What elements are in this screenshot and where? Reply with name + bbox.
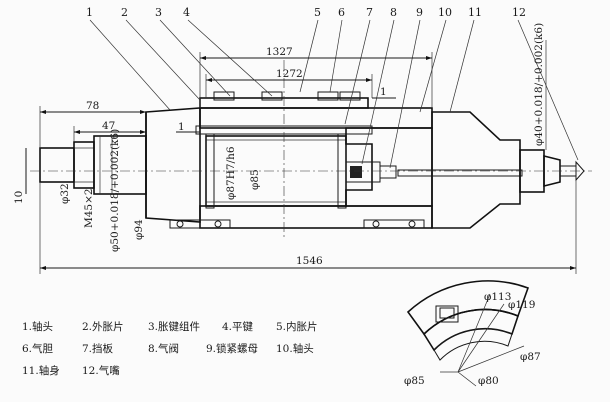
- legend-item: 9.锁紧螺母: [206, 342, 258, 355]
- callout-3: 3: [155, 6, 162, 19]
- section-phi87: φ87: [520, 351, 541, 363]
- dim-phi40: φ40+0.018/+0.002(k6): [533, 23, 545, 146]
- callout-5: 5: [314, 6, 321, 19]
- callout-7: 7: [366, 6, 373, 19]
- callout-8: 8: [390, 6, 397, 19]
- callout-10: 10: [438, 6, 452, 19]
- valve-core: [350, 166, 362, 178]
- air-nozzle-12: [543, 154, 561, 188]
- key-block-d: [339, 91, 361, 101]
- key-block-c: [317, 91, 339, 101]
- air-channel: [397, 169, 523, 177]
- legend-item: 12.气嘴: [82, 364, 120, 377]
- callouts: 1 2 3 4 5 6 7 8 9 10 11 12: [86, 6, 579, 169]
- section-phi85: φ85: [404, 375, 425, 387]
- axle-head-10: [431, 111, 521, 229]
- section-key: [435, 305, 459, 323]
- callout-4: 4: [183, 6, 190, 19]
- dim-phi50: φ50+0.018/+0.002(k6): [109, 129, 121, 252]
- dim-47: 47: [102, 120, 115, 132]
- callout-9: 9: [416, 6, 423, 19]
- dim-78: 78: [86, 100, 99, 112]
- lock-nut-9: [379, 165, 397, 179]
- legend-item: 3.胀键组件: [148, 320, 200, 333]
- legend-item: 8.气阀: [148, 342, 179, 355]
- dim-phi87: φ87H7/h6: [225, 146, 237, 200]
- shaft-assembly: [30, 60, 592, 240]
- legend-item: 7.挡板: [82, 342, 114, 355]
- dim-phi85: φ85: [249, 169, 261, 190]
- dim-1-right: 1: [380, 86, 387, 98]
- dim-10: 10: [13, 191, 25, 204]
- dim-phi32: φ32: [59, 183, 71, 204]
- dim-1546: 1546: [296, 255, 323, 267]
- cross-section-detail: φ113 φ119 φ87 φ85 φ80: [404, 280, 541, 387]
- shaft-stub-left: [39, 147, 75, 183]
- dim-m45: M45×2: [83, 188, 95, 228]
- dim-phi94: φ94: [133, 219, 145, 240]
- legend-item: 11.轴身: [22, 364, 60, 377]
- parts-legend: 1.轴头 2.外胀片 3.胀键组件 4.平键 5.内胀片 6.气胆 7.挡板 8…: [22, 320, 318, 377]
- callout-6: 6: [338, 6, 345, 19]
- thread-m45: [73, 141, 95, 189]
- outer-body-bottom: [199, 205, 433, 229]
- outer-body-top: [199, 107, 433, 129]
- callout-12: 12: [512, 6, 526, 19]
- callout-11: 11: [468, 6, 482, 19]
- callout-2: 2: [121, 6, 128, 19]
- legend-item: 1.轴头: [22, 320, 53, 333]
- section-core: [433, 328, 513, 361]
- axle-head-1: [145, 107, 201, 223]
- bolt-left: [169, 219, 231, 229]
- dimensions: 1327 1272 78 47 1 1 10 1546 φ32 M45×2: [13, 23, 577, 274]
- key-block-b: [261, 91, 283, 101]
- callout-1: 1: [86, 6, 93, 19]
- legend-item: 10.轴头: [276, 342, 314, 355]
- dim-1327: 1327: [266, 46, 293, 58]
- key-block-a: [213, 91, 235, 101]
- legend-item: 4.平键: [222, 320, 254, 333]
- dim-1-left: 1: [178, 121, 185, 133]
- section-phi119: φ119: [508, 299, 535, 311]
- section-phi113: φ113: [484, 291, 511, 303]
- section-phi80: φ80: [478, 375, 499, 387]
- legend-item: 2.外胀片: [82, 320, 124, 333]
- legend-item: 5.内胀片: [276, 320, 318, 333]
- legend-item: 6.气胆: [22, 342, 54, 355]
- bolt-right: [363, 219, 425, 229]
- dim-1272: 1272: [276, 68, 303, 80]
